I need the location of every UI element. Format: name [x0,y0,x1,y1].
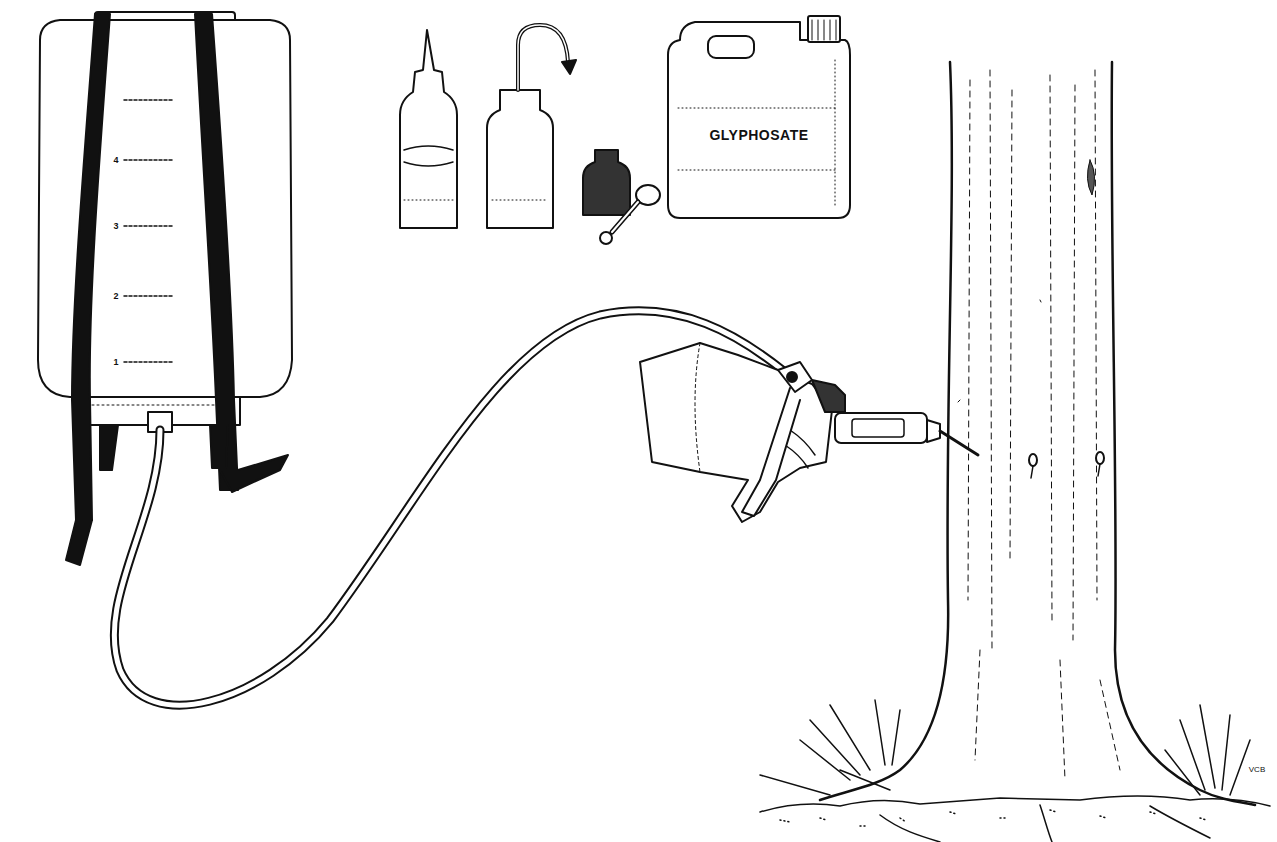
glyphosate-jug [812,20,836,40]
squeeze-bottle [404,146,453,166]
gloved-hand [695,343,700,472]
glyphosate-jug [835,60,836,205]
injection-gun [940,431,978,455]
wash-bottle [562,60,576,74]
gloved-hand [640,343,832,522]
ground-and-grass [880,805,1210,842]
squeeze-bottle [404,200,453,201]
injection-gun [835,413,927,443]
tree-trunk [1087,160,1094,195]
ground-and-grass [760,700,1270,842]
tree-trunk [820,62,1255,805]
wash-bottle [487,90,553,228]
tree-trunk [820,62,952,800]
injection-gun [927,420,940,442]
shoulder-straps [100,425,118,470]
squeeze-bottle [400,30,457,228]
wash-bottle [487,25,576,228]
injection-holes [1029,452,1104,478]
gloved-hand [640,343,832,522]
backpack-tank [92,405,232,406]
graduation-marks [124,295,174,297]
injection-gun [812,380,845,412]
shoulder-straps [66,14,288,565]
injection-gun [742,362,978,516]
glyphosate-jug [668,16,850,218]
injection-gun [852,419,904,437]
graduation-marks [124,225,174,227]
dropper-bottle [583,150,660,244]
ground-and-grass [760,700,900,795]
artist-signature: VCB [1248,766,1266,774]
glyphosate-jug [668,22,850,218]
glyphosate-jug [678,108,835,170]
graduation-marks [124,100,174,362]
ground-and-grass [1165,705,1250,795]
injection-gun [787,372,797,382]
injection-gun [742,388,800,516]
wash-bottle [518,25,568,90]
squeeze-bottle [400,30,457,228]
shoulder-straps [66,520,92,565]
injection-holes [1029,454,1037,466]
glyphosate-jug [708,36,754,58]
glyphosate-jug [808,16,840,42]
graduation-number: 3 [112,222,119,231]
graduation-marks [124,159,174,161]
shoulder-straps [210,425,228,468]
injection-gun [778,362,812,392]
shoulder-straps [195,14,238,490]
graduation-marks [124,99,174,101]
graduation-marks [124,361,174,363]
dropper-bottle [612,202,638,232]
product-label: GLYPHOSATE [708,128,809,142]
graduation-number: 4 [112,156,119,165]
injection-holes [1096,452,1104,464]
wash-bottle [492,200,548,201]
wash-bottle [518,25,568,90]
graduation-number: 2 [112,292,119,301]
tree-trunk [958,300,1041,402]
injection-holes [1031,466,1033,478]
tree-trunk [968,70,1120,780]
graduation-number: 1 [112,358,119,367]
dropper-bottle [600,232,612,244]
dropper-bottle [612,202,638,232]
ground-and-grass [780,810,1206,826]
tree-trunk [1112,62,1255,805]
ground-and-grass [760,796,1270,812]
injection-holes [1098,464,1100,476]
shoulder-straps [220,455,288,492]
dropper-bottle [583,150,630,215]
